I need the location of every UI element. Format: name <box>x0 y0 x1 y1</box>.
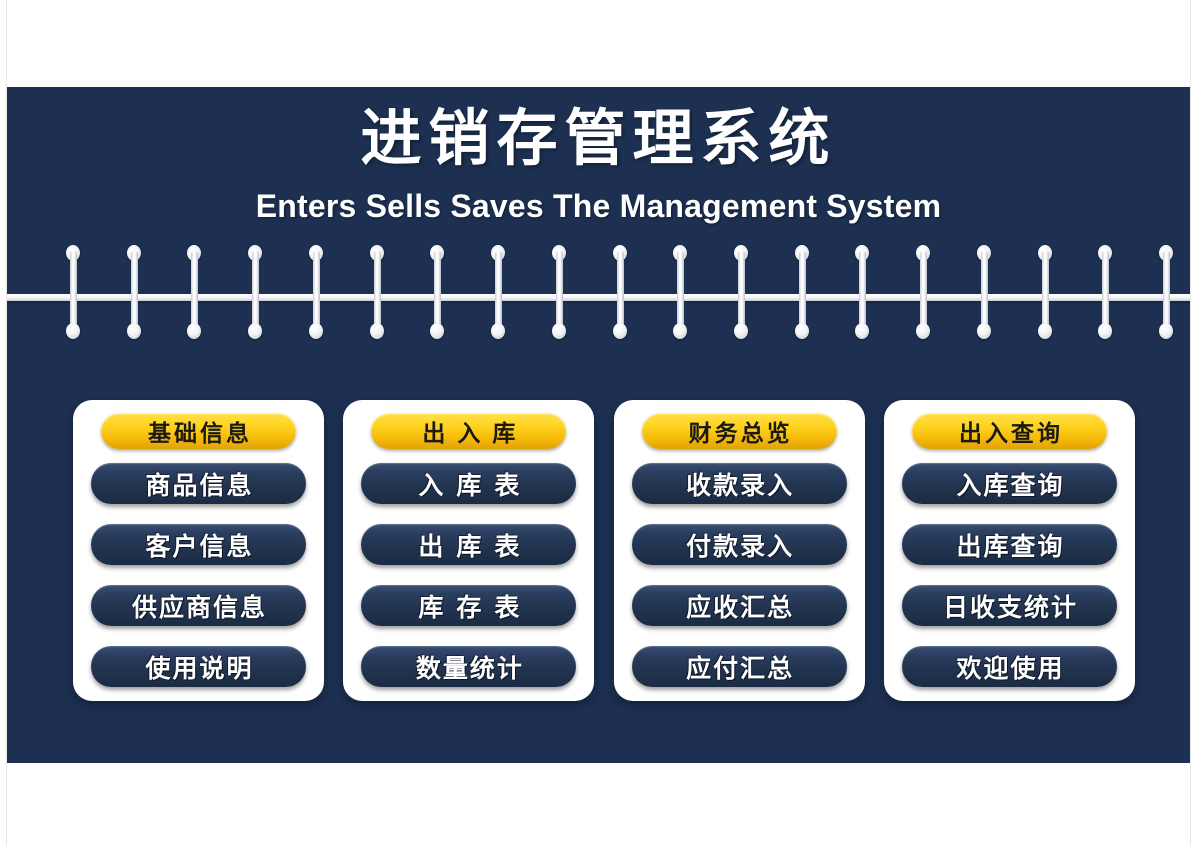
menu-item-button[interactable]: 使用说明 <box>91 646 306 687</box>
divider-pin <box>855 245 870 339</box>
menu-item-button[interactable]: 客户信息 <box>91 524 306 565</box>
pin-cap-bottom <box>126 323 141 339</box>
divider-pin <box>551 245 566 339</box>
pin-cap-bottom <box>855 323 870 339</box>
menu-item-button[interactable]: 出库查询 <box>901 524 1117 565</box>
pin-stem <box>1163 251 1170 333</box>
pin-cap-bottom <box>187 323 202 339</box>
menu-item-button[interactable]: 入库表 <box>361 463 577 504</box>
menu-item-button[interactable]: 收款录入 <box>631 463 847 504</box>
pin-stem <box>859 251 867 333</box>
menu-panel: 基础信息商品信息客户信息供应商信息使用说明 <box>73 400 324 701</box>
menu-item-button[interactable]: 付款录入 <box>631 524 847 565</box>
pin-cap-bottom <box>916 323 931 339</box>
divider-pin <box>491 245 506 339</box>
pin-stem <box>920 251 928 333</box>
pin-cap-bottom <box>794 323 809 339</box>
pin-stem <box>1041 251 1049 333</box>
pin-stem <box>312 251 320 333</box>
menu-item-button[interactable]: 数量统计 <box>361 646 577 687</box>
menu-item-button[interactable]: 供应商信息 <box>91 585 306 626</box>
divider-pin <box>794 245 809 339</box>
pin-stem <box>737 251 745 333</box>
pin-cap-bottom <box>66 323 80 339</box>
divider-pin <box>673 245 688 339</box>
divider-pin <box>66 245 80 339</box>
divider-pin <box>126 245 141 339</box>
pin-cap-bottom <box>733 323 748 339</box>
divider-pin <box>430 245 445 339</box>
panel-header-button[interactable]: 出入查询 <box>911 413 1107 449</box>
navy-banner: 进销存管理系统 Enters Sells Saves The Managemen… <box>7 87 1190 763</box>
page-border-left <box>6 0 7 846</box>
divider-pin <box>976 245 991 339</box>
pin-stem <box>616 251 624 333</box>
pin-stem <box>798 251 806 333</box>
pin-stem <box>980 251 988 333</box>
panel-header-button[interactable]: 出入库 <box>371 413 567 449</box>
menu-item-button[interactable]: 商品信息 <box>91 463 306 504</box>
pin-cap-bottom <box>430 323 445 339</box>
pin-cap-bottom <box>1159 323 1173 339</box>
pin-stem <box>373 251 381 333</box>
page-subtitle: Enters Sells Saves The Management System <box>255 188 942 224</box>
pin-stem <box>70 251 77 333</box>
divider-pin <box>612 245 627 339</box>
divider-pin <box>248 245 263 339</box>
panel-header-button[interactable]: 财务总览 <box>641 413 837 449</box>
pin-stem <box>1102 251 1110 333</box>
divider-pin <box>916 245 931 339</box>
pin-stem <box>495 251 503 333</box>
panel-header-button[interactable]: 基础信息 <box>101 413 296 449</box>
menu-item-button[interactable]: 欢迎使用 <box>901 646 1117 687</box>
menu-item-button[interactable]: 入库查询 <box>901 463 1117 504</box>
pin-stem <box>677 251 685 333</box>
pin-cap-bottom <box>976 323 991 339</box>
pin-cap-bottom <box>369 323 384 339</box>
pin-cap-bottom <box>1037 323 1052 339</box>
page-border-right <box>1190 0 1191 846</box>
menu-item-button[interactable]: 应付汇总 <box>631 646 847 687</box>
divider-pin <box>187 245 202 339</box>
page-title: 进销存管理系统 <box>360 106 837 173</box>
pin-stem <box>555 251 563 333</box>
pin-cap-bottom <box>308 323 323 339</box>
pin-stem <box>191 251 199 333</box>
menu-item-button[interactable]: 日收支统计 <box>901 585 1117 626</box>
menu-item-button[interactable]: 出库表 <box>361 524 577 565</box>
menu-panel: 财务总览收款录入付款录入应收汇总应付汇总 <box>613 400 865 701</box>
pin-cap-bottom <box>673 323 688 339</box>
divider-line <box>7 294 1190 301</box>
divider-pin <box>369 245 384 339</box>
pin-cap-bottom <box>612 323 627 339</box>
menu-panel: 出入查询入库查询出库查询日收支统计欢迎使用 <box>883 400 1135 701</box>
pin-divider <box>7 245 1190 345</box>
menu-item-button[interactable]: 库存表 <box>361 585 577 626</box>
pin-cap-bottom <box>551 323 566 339</box>
divider-pin <box>1098 245 1113 339</box>
pin-stem <box>252 251 260 333</box>
pin-cap-bottom <box>248 323 263 339</box>
divider-pin <box>308 245 323 339</box>
divider-pin <box>733 245 748 339</box>
pin-cap-bottom <box>1098 323 1113 339</box>
divider-pin <box>1037 245 1052 339</box>
menu-panel-row: 基础信息商品信息客户信息供应商信息使用说明出入库入库表出库表库存表数量统计财务总… <box>73 400 1135 701</box>
menu-panel: 出入库入库表出库表库存表数量统计 <box>343 400 595 701</box>
pin-stem <box>130 251 138 333</box>
menu-item-button[interactable]: 应收汇总 <box>631 585 847 626</box>
divider-pin <box>1159 245 1173 339</box>
pin-cap-bottom <box>491 323 506 339</box>
pin-stem <box>434 251 442 333</box>
